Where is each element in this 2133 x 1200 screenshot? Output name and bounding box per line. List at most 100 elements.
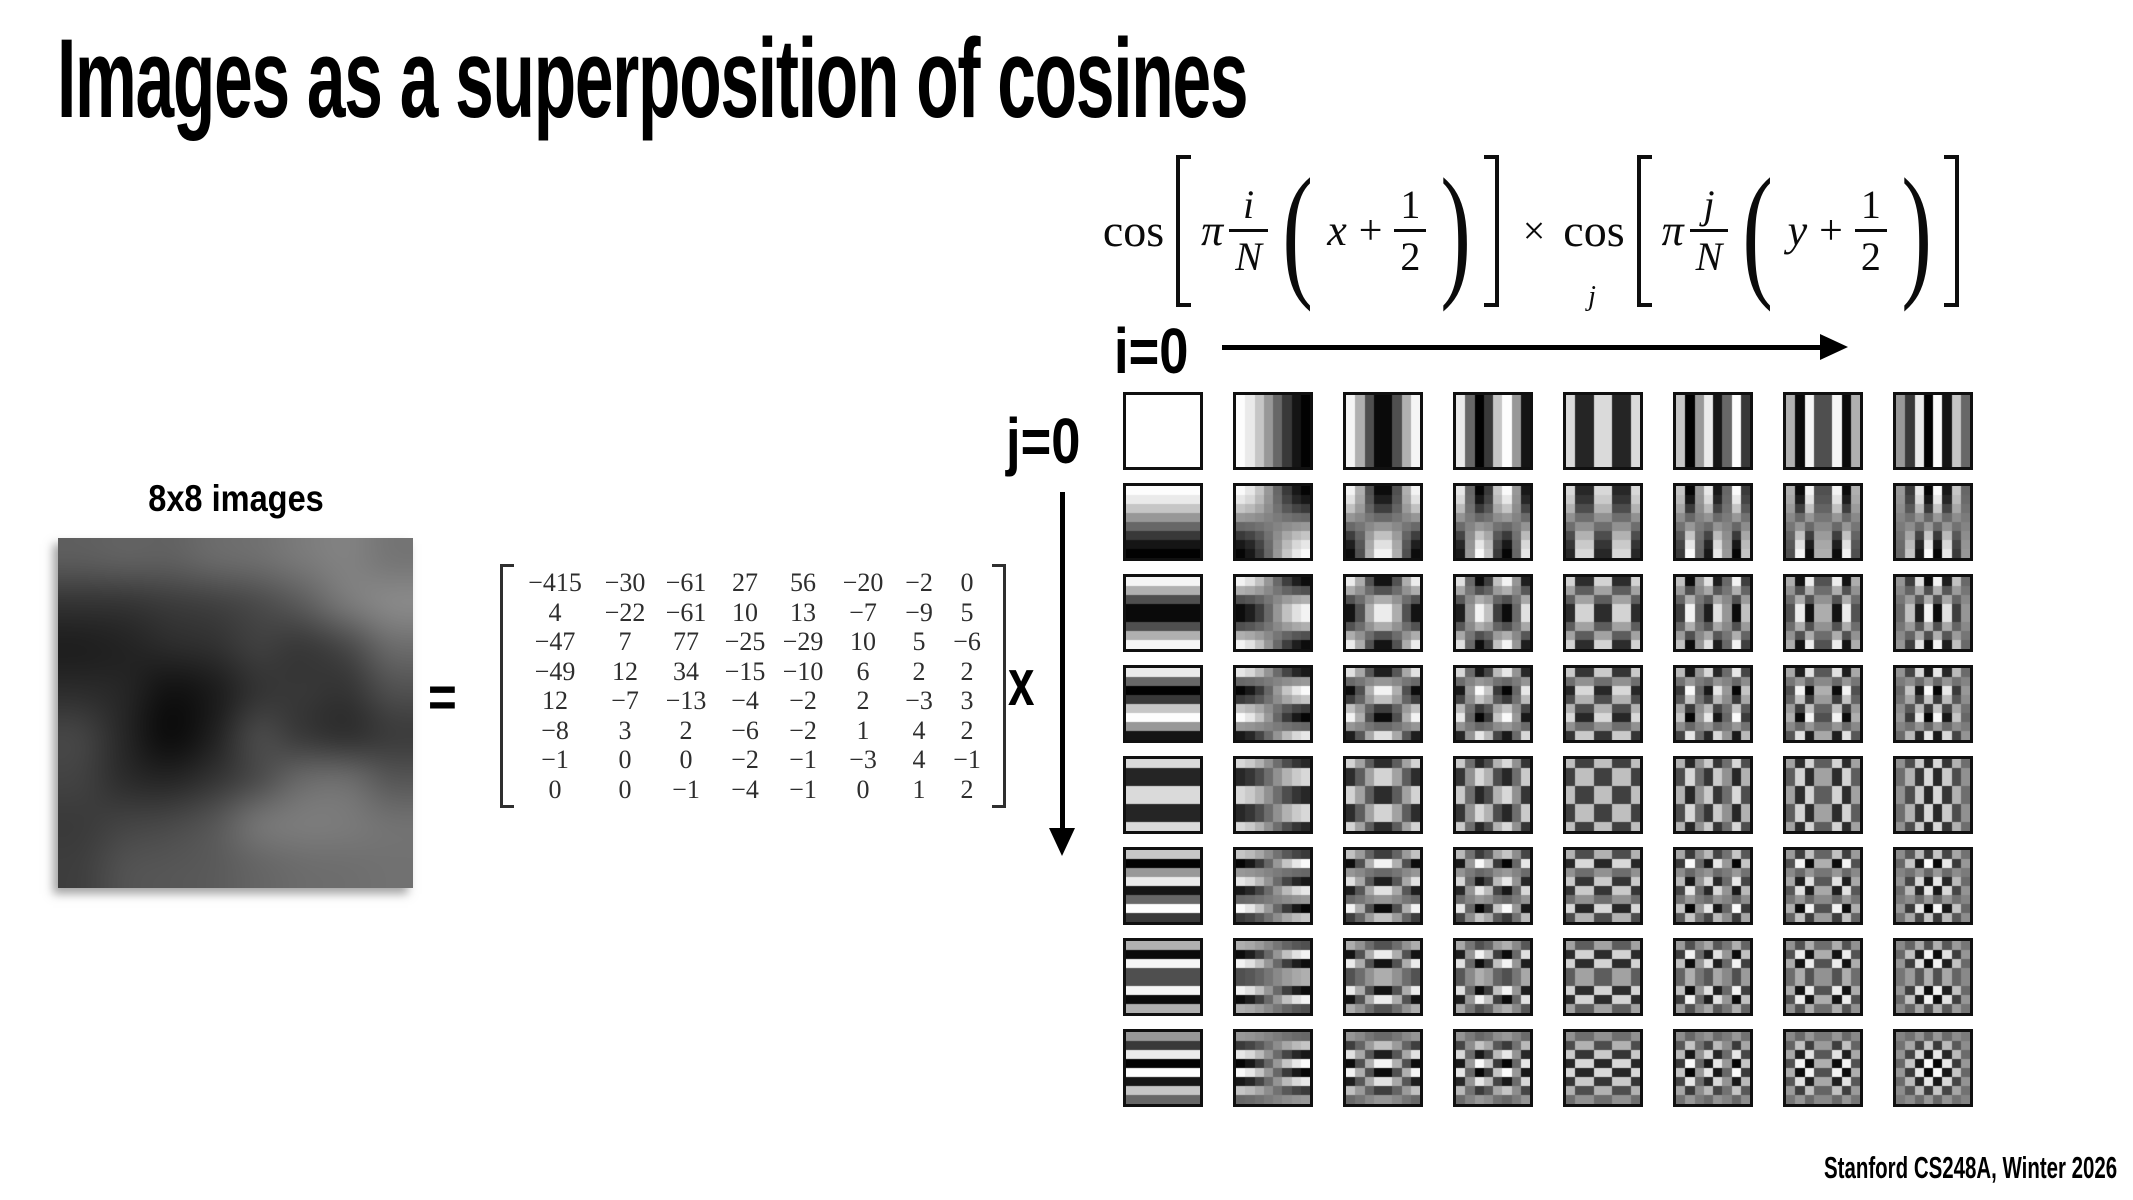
- i-axis-arrow: [1222, 345, 1824, 350]
- dct-basis-tile-canvas: [1346, 668, 1420, 740]
- slide-footer: Stanford CS248A, Winter 2026: [1823, 1150, 2117, 1185]
- image-panel-label: 8x8 images: [148, 478, 324, 519]
- dct-basis-tile-canvas: [1126, 577, 1200, 649]
- matrix-cell: −61: [665, 568, 707, 597]
- matrix-cell: 12: [612, 656, 638, 686]
- cos-subscript-j: j: [1588, 281, 1596, 312]
- dct-basis-tile-i3-j1: [1453, 483, 1533, 561]
- matrix-cell: −1: [789, 774, 817, 804]
- dct-basis-tile-i4-j4: [1563, 756, 1643, 834]
- dct-basis-tile-i7-j6: [1893, 938, 1973, 1016]
- dct-basis-tile-canvas: [1126, 668, 1200, 740]
- dct-basis-tile-canvas: [1346, 486, 1420, 558]
- matrix-cell: 34: [673, 656, 699, 686]
- dct-basis-tile-canvas: [1786, 759, 1860, 831]
- dct-basis-tile-canvas: [1346, 1032, 1420, 1104]
- dct-basis-tile-i4-j7: [1563, 1029, 1643, 1107]
- dct-basis-tile-i0-j2: [1123, 574, 1203, 652]
- matrix-cell: 2: [960, 774, 974, 804]
- dct-basis-tile-canvas: [1896, 759, 1970, 831]
- dct-basis-tile-canvas: [1786, 486, 1860, 558]
- dct-basis-tile-canvas: [1126, 486, 1200, 558]
- dct-basis-tile-i7-j2: [1893, 574, 1973, 652]
- matrix-cell: 27: [732, 568, 758, 597]
- dct-basis-tile-canvas: [1236, 850, 1310, 922]
- plus-sign-2: +: [1819, 207, 1843, 254]
- dct-basis-tile-canvas: [1786, 395, 1860, 467]
- dct-basis-tile-i5-j0: [1673, 392, 1753, 470]
- dct-basis-tile-i0-j7: [1123, 1029, 1203, 1107]
- dct-basis-grid: [1123, 392, 1973, 1107]
- dct-basis-tile-canvas: [1676, 668, 1750, 740]
- matrix-cell: 5: [912, 627, 926, 656]
- dct-basis-tile-i2-j7: [1343, 1029, 1423, 1107]
- matrix-cell: 2: [960, 715, 974, 745]
- j-axis-arrowhead-icon: [1049, 828, 1075, 856]
- dct-basis-tile-i7-j4: [1893, 756, 1973, 834]
- dct-basis-tile-i3-j3: [1453, 665, 1533, 743]
- dct-basis-tile-canvas: [1346, 759, 1420, 831]
- matrix-cell: 5: [960, 597, 974, 627]
- matrix-cell: 0: [618, 745, 632, 774]
- matrix-cell: 56: [790, 568, 816, 597]
- fraction-numerator-1b: 1: [1860, 181, 1881, 227]
- dct-basis-tile-i1-j5: [1233, 847, 1313, 925]
- dct-basis-tile-i0-j6: [1123, 938, 1203, 1016]
- dct-basis-tile-i1-j4: [1233, 756, 1313, 834]
- dct-basis-tile-canvas: [1126, 759, 1200, 831]
- dct-basis-tile-i5-j6: [1673, 938, 1753, 1016]
- dct-basis-tile-canvas: [1896, 850, 1970, 922]
- dct-basis-tile-i3-j4: [1453, 756, 1533, 834]
- dct-basis-tile-i1-j6: [1233, 938, 1313, 1016]
- left-square-bracket-2: [1636, 154, 1652, 307]
- dct-basis-tile-i7-j5: [1893, 847, 1973, 925]
- dct-basis-tile-canvas: [1236, 759, 1310, 831]
- dct-basis-tile-canvas: [1676, 577, 1750, 649]
- dct-basis-tile-i5-j7: [1673, 1029, 1753, 1107]
- matrix-cell: 12: [542, 686, 568, 715]
- fraction-denominator-2b: 2: [1854, 228, 1887, 278]
- matrix-cell: 77: [673, 627, 699, 656]
- matrix-cell: −61: [665, 597, 707, 627]
- fraction-one-half-1: 1 2: [1394, 181, 1427, 278]
- dct-basis-tile-canvas: [1346, 577, 1420, 649]
- dct-basis-tile-i3-j5: [1453, 847, 1533, 925]
- dct-basis-tile-i5-j3: [1673, 665, 1753, 743]
- dct-basis-tile-canvas: [1786, 850, 1860, 922]
- matrix-cell: −22: [604, 597, 646, 627]
- dct-basis-tile-canvas: [1896, 668, 1970, 740]
- dct-basis-tile-i0-j5: [1123, 847, 1203, 925]
- dct-basis-tile-i4-j0: [1563, 392, 1643, 470]
- dct-basis-tile-canvas: [1126, 850, 1200, 922]
- dct-basis-tile-canvas: [1566, 759, 1640, 831]
- matrix-cell: 0: [618, 774, 632, 804]
- matrix-cell: −1: [541, 745, 569, 774]
- dct-basis-tile-canvas: [1566, 668, 1640, 740]
- matrix-cell: −4: [731, 686, 759, 715]
- fraction-numerator-1: 1: [1400, 181, 1421, 227]
- matrix-cell: 4: [912, 715, 926, 745]
- matrix-cell: −2: [789, 715, 817, 745]
- dct-basis-tile-i6-j2: [1783, 574, 1863, 652]
- dct-basis-tile-canvas: [1236, 395, 1310, 467]
- dct-basis-tile-canvas: [1456, 486, 1530, 558]
- matrix-cell: 2: [679, 715, 693, 745]
- matrix-cell: −2: [905, 568, 933, 597]
- dct-basis-tile-canvas: [1676, 395, 1750, 467]
- matrix-cell: −1: [789, 745, 817, 774]
- dct-basis-tile-i1-j2: [1233, 574, 1313, 652]
- dct-basis-tile-i6-j3: [1783, 665, 1863, 743]
- dct-basis-tile-i4-j5: [1563, 847, 1643, 925]
- dct-basis-tile-canvas: [1236, 1032, 1310, 1104]
- dct-basis-tile-canvas: [1456, 1032, 1530, 1104]
- dct-basis-tile-i1-j0: [1233, 392, 1313, 470]
- matrix-cell: −30: [604, 568, 646, 597]
- dct-basis-tile-i6-j4: [1783, 756, 1863, 834]
- dct-basis-tile-i3-j7: [1453, 1029, 1533, 1107]
- dct-basis-tile-i7-j7: [1893, 1029, 1973, 1107]
- left-square-bracket-1: [1176, 154, 1192, 307]
- matrix-cell: −2: [789, 686, 817, 715]
- right-square-bracket-1: [1483, 154, 1499, 307]
